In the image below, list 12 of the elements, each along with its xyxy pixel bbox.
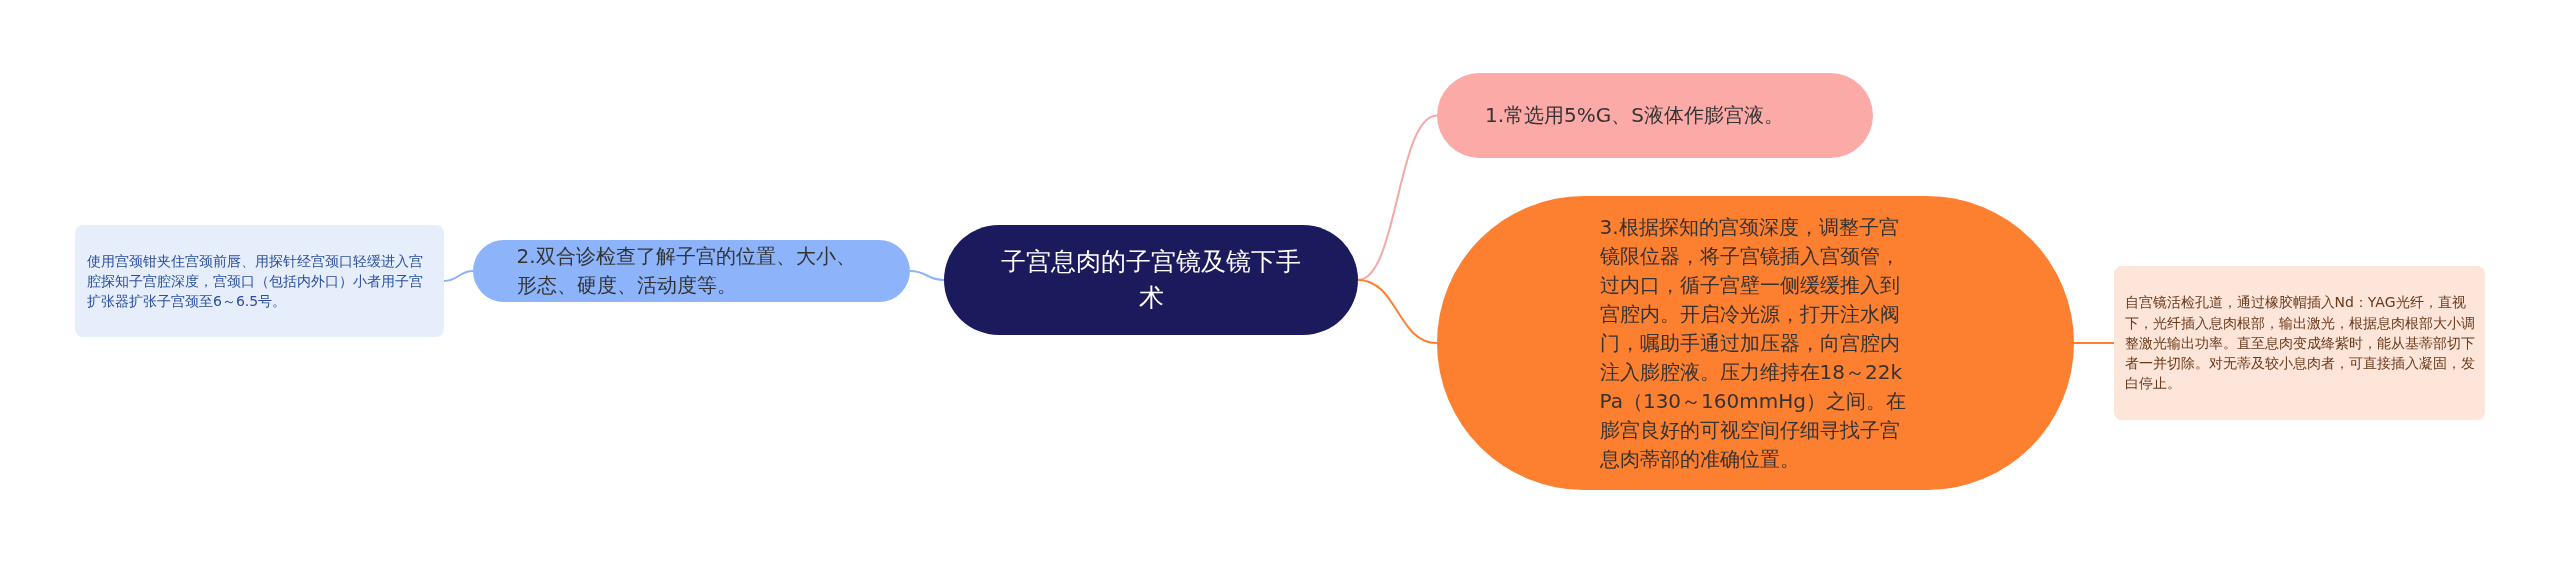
- node-text: 使用宫颈钳夹住宫颈前唇、用探针经宫颈口轻缓进入宫腔探知子宫腔深度，宫颈口（包括内外口）小者用子宫扩张器扩张子宫颈至6～6.5号。: [87, 251, 424, 312]
- node-text: 自宫镜活检孔道，通过橡胶帽插入Nd：YAG光纤，直视下，光纤插入息肉根部，输出激光，根据息肉根部大小调整激光输出功率。直至息肉变成绛紫时，能从基蒂部切下者一并切除。对无蒂及较小息肉者，可直接插入凝固，发白停止。: [2124, 293, 2475, 394]
- node-text: 子宫息肉的子宫镜及镜下手术: [1001, 245, 1301, 314]
- node-text: 2.双合诊检查了解子宫的位置、大小、形态、硬度、活动度等。: [516, 243, 857, 299]
- connector-line: [2073, 342, 2115, 344]
- branch-node: [2114, 266, 2485, 420]
- node-text: 1.常选用5%G、S液体作膨宫液。: [1485, 102, 1785, 129]
- branch-node: [75, 225, 444, 337]
- connector-line: [909, 270, 945, 281]
- node-text: 3.根据探知的宫颈深度，调整子宫镜限位器，将子宫镜插入宫颈管，过内口，循子宫壁一侧缓缓推入到宫腔内。开启冷光源，打开注水阀门，嘱助手通过加压器，向宫腔内注入膨腔液。压力维持在18～22kPa（130～160mmHg）之间。在膨宫良好的可视空间仔细寻找子宫息肉蒂部的准确位置。: [1599, 213, 1907, 473]
- connector-line: [443, 270, 474, 282]
- connector-line: [1357, 279, 1438, 344]
